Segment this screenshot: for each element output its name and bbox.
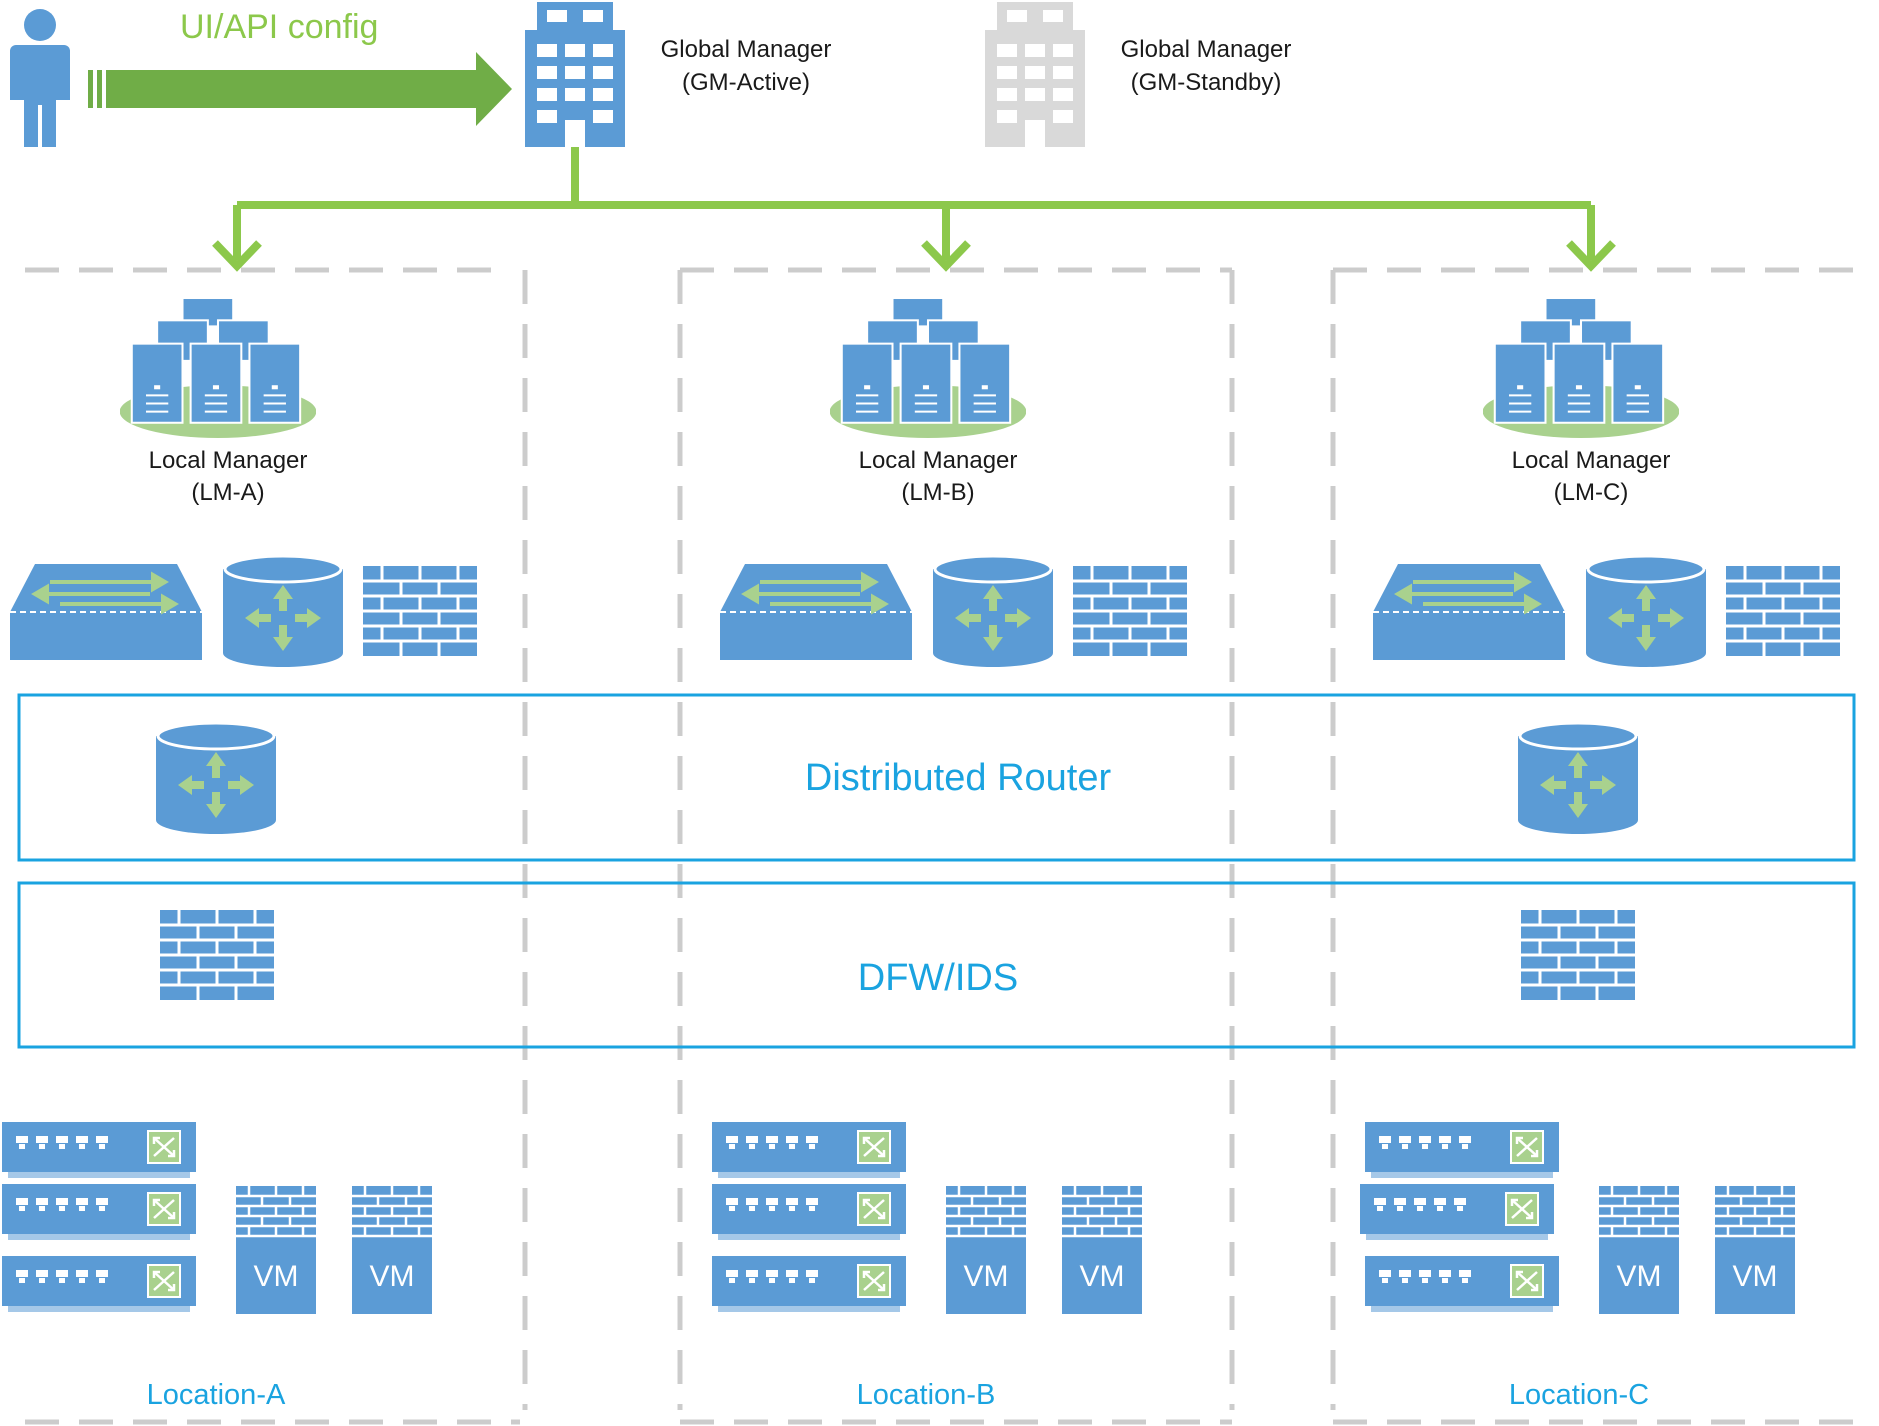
location-b-vm-1-label: VM xyxy=(964,1260,1009,1293)
dfw-ids-band xyxy=(17,881,1856,1049)
location-b-vm-1-icon xyxy=(946,1186,1026,1314)
location-a-firewall-icon xyxy=(363,566,477,656)
location-a-vm-2-icon xyxy=(352,1186,432,1314)
lm-c-id: (LM-C) xyxy=(1554,479,1629,506)
lm-c-name: Local Manager xyxy=(1512,447,1671,474)
location-c-vm-2-label: VM xyxy=(1733,1260,1778,1293)
gm-active-building-icon xyxy=(525,2,625,147)
lm-b-server-cluster-icon xyxy=(830,298,1026,440)
dfw-ids-label: DFW/IDS xyxy=(858,957,1018,999)
location-c-firewall-icon xyxy=(1726,566,1840,656)
location-c-vm-2-icon xyxy=(1715,1186,1795,1314)
lm-a-server-cluster-icon xyxy=(120,298,316,440)
location-b-vm-2-icon xyxy=(1062,1186,1142,1314)
location-b-vm-2-label: VM xyxy=(1080,1260,1125,1293)
location-c-router-icon xyxy=(1586,555,1706,667)
config-distribution-lines xyxy=(212,147,1616,272)
location-a-switch-icon xyxy=(10,562,202,660)
distributed-router-label: Distributed Router xyxy=(805,757,1112,799)
location-b-firewall-icon xyxy=(1073,566,1187,656)
distributed-router-band xyxy=(17,693,1856,862)
dr-router-c-icon xyxy=(1518,722,1638,834)
location-a-vm-1-icon xyxy=(236,1186,316,1314)
lm-b-id: (LM-B) xyxy=(901,479,974,506)
gm-active-role: (GM-Active) xyxy=(682,69,810,96)
gm-active-name: Global Manager xyxy=(661,36,832,63)
location-b-router-icon xyxy=(933,555,1053,667)
location-c-switch-icon xyxy=(1373,562,1565,660)
dfw-firewall-a-icon xyxy=(160,910,274,1000)
config-arrow xyxy=(88,52,512,126)
dfw-firewall-c-icon xyxy=(1521,910,1635,1000)
lm-a-name: Local Manager xyxy=(149,447,308,474)
location-b-rack-switch-icon xyxy=(712,1122,906,1312)
lm-a-id: (LM-A) xyxy=(191,479,264,506)
gm-standby-name: Global Manager xyxy=(1121,36,1292,63)
location-a-vm-1-label: VM xyxy=(254,1260,299,1293)
config-label: UI/API config xyxy=(180,8,378,46)
location-b-label: Location-B xyxy=(857,1379,996,1411)
location-c-label: Location-C xyxy=(1509,1379,1649,1411)
location-a-router-icon xyxy=(223,555,343,667)
location-b-switch-icon xyxy=(720,562,912,660)
person-icon xyxy=(10,9,70,147)
location-a-rack-switch-icon xyxy=(2,1122,196,1312)
lm-b-name: Local Manager xyxy=(859,447,1018,474)
gm-standby-role: (GM-Standby) xyxy=(1131,69,1282,96)
location-c-vm-1-icon xyxy=(1599,1186,1679,1314)
location-c-vm-1-label: VM xyxy=(1617,1260,1662,1293)
location-c-rack-switch-icon xyxy=(1360,1122,1559,1312)
gm-standby-building-icon xyxy=(985,2,1085,147)
dr-router-a-icon xyxy=(156,722,276,834)
location-a-vm-2-label: VM xyxy=(370,1260,415,1293)
lm-c-server-cluster-icon xyxy=(1483,298,1679,440)
location-boundaries xyxy=(25,267,1870,1425)
location-a-label: Location-A xyxy=(147,1379,286,1411)
